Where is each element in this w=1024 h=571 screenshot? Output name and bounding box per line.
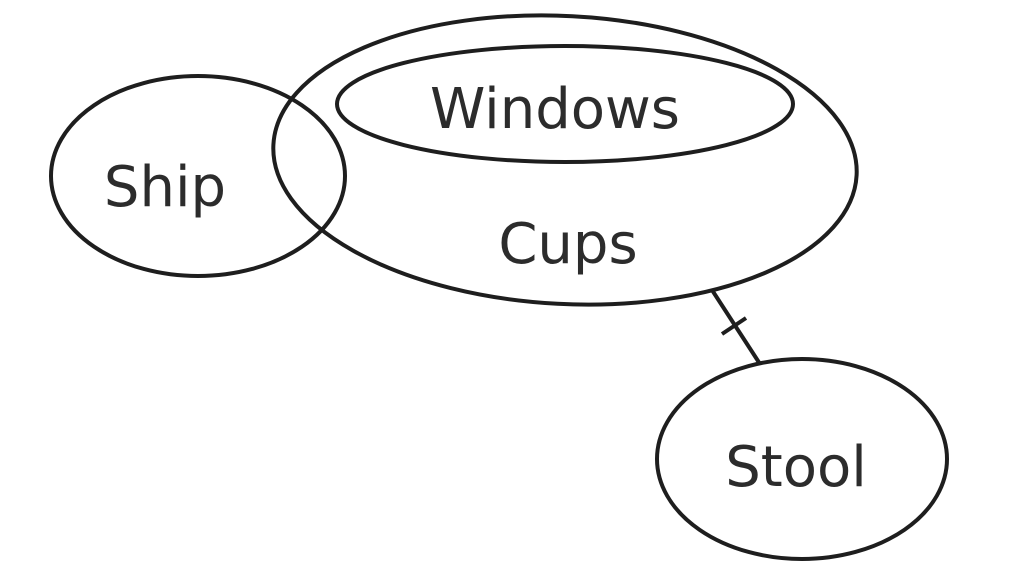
connector-tick-mark bbox=[720, 316, 748, 336]
cups-set-ellipse bbox=[271, 13, 859, 307]
ship-set-circle bbox=[49, 74, 347, 278]
windows-label: Windows bbox=[430, 77, 680, 142]
stool-label: Stool bbox=[725, 435, 867, 500]
stool-set-circle bbox=[655, 357, 949, 561]
cups-label: Cups bbox=[498, 212, 637, 277]
ship-label: Ship bbox=[104, 155, 226, 220]
windows-set-ellipse bbox=[335, 44, 795, 164]
